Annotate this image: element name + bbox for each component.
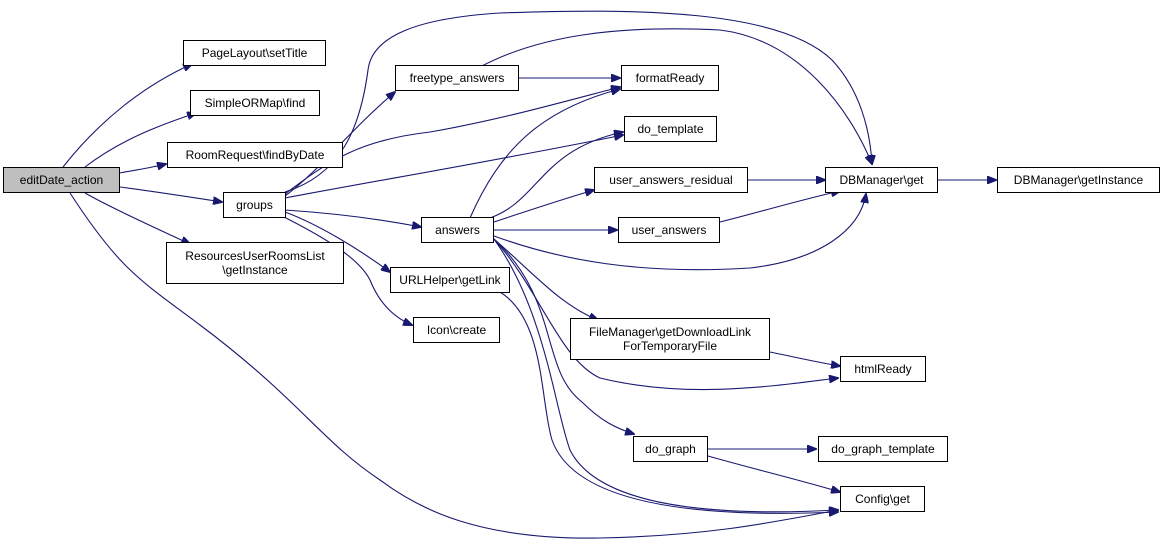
edge-editdate-configget [69, 192, 838, 539]
edges [62, 10, 996, 539]
edge-groups-urlhelper [284, 211, 390, 272]
node-label: Config\get [855, 492, 910, 506]
node-simpleormap-find[interactable]: SimpleORMap\find [190, 90, 320, 116]
node-label: DBManager\get [839, 173, 924, 187]
node-groups[interactable]: groups [223, 192, 286, 218]
node-answers[interactable]: answers [421, 217, 494, 243]
node-label: groups [236, 198, 273, 212]
node-label: editDate_action [19, 173, 104, 187]
edge-useranswers-dbget [719, 191, 840, 223]
node-roomrequest-findbydate[interactable]: RoomRequest\findByDate [167, 142, 343, 168]
node-label: PageLayout\setTitle [201, 46, 308, 60]
node-filemanager-getdownloadlink[interactable]: FileManager\getDownloadLink ForTemporary… [570, 318, 770, 360]
node-label: RoomRequest\findByDate [185, 148, 325, 162]
node-label: htmlReady [854, 362, 912, 376]
edge-answers-configget [493, 238, 838, 512]
edge-groups-answers [284, 209, 421, 227]
node-do-template[interactable]: do_template [624, 116, 717, 142]
node-label: do_graph_template [831, 442, 935, 456]
edge-editdate-findbydate [119, 164, 166, 174]
edge-editdate-resourcesuserroomslist [84, 192, 190, 244]
node-label-line1: ResourcesUserRoomsList [185, 249, 325, 263]
edge-groups-iconcreate [279, 214, 412, 325]
edge-answers-dbget [493, 194, 866, 271]
node-label: formatReady [635, 71, 705, 85]
node-formatready[interactable]: formatReady [621, 65, 719, 91]
edge-answers-dograph [493, 238, 634, 434]
node-dbmanager-getinstance[interactable]: DBManager\getInstance [997, 167, 1160, 193]
node-label: user_answers [631, 223, 707, 237]
node-label-line2: \getInstance [222, 263, 288, 277]
node-label: do_graph [645, 442, 696, 456]
edge-answers-residual [493, 190, 594, 223]
node-config-get[interactable]: Config\get [840, 486, 925, 512]
node-dbmanager-get[interactable]: DBManager\get [825, 167, 938, 193]
edge-answers-filemanager [493, 238, 598, 320]
node-icon-create[interactable]: Icon\create [413, 317, 500, 343]
edge-dograph-configget [707, 455, 840, 492]
node-pagelayout-settitle[interactable]: PageLayout\setTitle [183, 40, 326, 66]
edge-urlhelper-configget [499, 291, 838, 513]
node-label: DBManager\getInstance [1013, 173, 1144, 187]
node-resourcesuserroomslist-getinstance[interactable]: ResourcesUserRoomsList \getInstance [166, 242, 344, 284]
node-user-answers[interactable]: user_answers [618, 217, 720, 243]
edge-editdate-find [84, 113, 196, 168]
node-urlhelper-getlink[interactable]: URLHelper\getLink [390, 267, 510, 293]
edge-groups-formatready [284, 87, 620, 195]
node-label-line2: ForTemporaryFile [622, 339, 718, 353]
node-label: do_template [637, 122, 704, 136]
node-label-line1: FileManager\getDownloadLink [588, 325, 752, 339]
edge-editdate-settitle [62, 64, 192, 168]
node-label: URLHelper\getLink [399, 273, 501, 287]
node-label: answers [435, 223, 480, 237]
edge-groups-dbget-top [284, 10, 872, 193]
edge-groups-dotemplate [284, 135, 623, 199]
edge-filemanager-htmlready [769, 351, 840, 366]
edge-answers-formatready [469, 89, 620, 219]
node-label: user_answers_residual [609, 173, 733, 187]
edge-editdate-groups [119, 186, 222, 202]
node-htmlready[interactable]: htmlReady [840, 356, 926, 382]
node-freetype-answers[interactable]: freetype_answers [395, 65, 519, 91]
node-label: Icon\create [426, 323, 487, 337]
node-label: SimpleORMap\find [204, 96, 306, 110]
edge-answers-dotemplate [489, 132, 623, 219]
node-user-answers-residual[interactable]: user_answers_residual [594, 167, 748, 193]
edge-freetype-dbget [479, 28, 872, 164]
node-label: freetype_answers [409, 71, 505, 85]
node-do-graph-template[interactable]: do_graph_template [818, 436, 948, 462]
node-do-graph[interactable]: do_graph [633, 436, 708, 462]
node-editdate-action: editDate_action [3, 167, 120, 193]
